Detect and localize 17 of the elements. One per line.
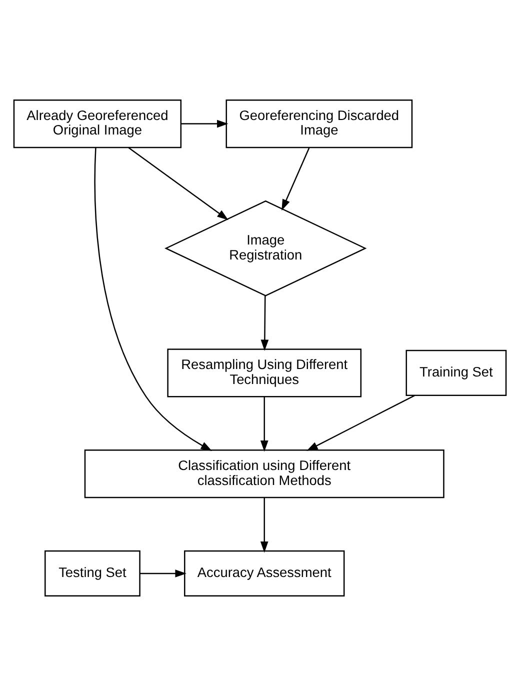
node-diamond: Image Registration <box>164 200 366 296</box>
arrow <box>139 569 186 577</box>
arrow <box>260 497 268 552</box>
arrow <box>128 146 228 220</box>
arrow <box>94 147 212 450</box>
arrow <box>260 396 268 452</box>
node-box: Georeferencing Discarded Image <box>225 99 412 148</box>
node-box: Already Georeferenced Original Image <box>12 99 182 148</box>
arrow <box>281 147 310 210</box>
arrow <box>306 394 414 450</box>
node-box: Accuracy Assessment <box>184 550 344 596</box>
node-box: Classification using Different classification Methods <box>84 449 444 498</box>
node-box: Resampling Using Different Techniques <box>166 348 362 397</box>
node-box: Testing Set <box>44 550 140 596</box>
node-box: Training Set <box>405 349 506 396</box>
arrow <box>180 119 228 128</box>
arrow <box>260 295 268 350</box>
